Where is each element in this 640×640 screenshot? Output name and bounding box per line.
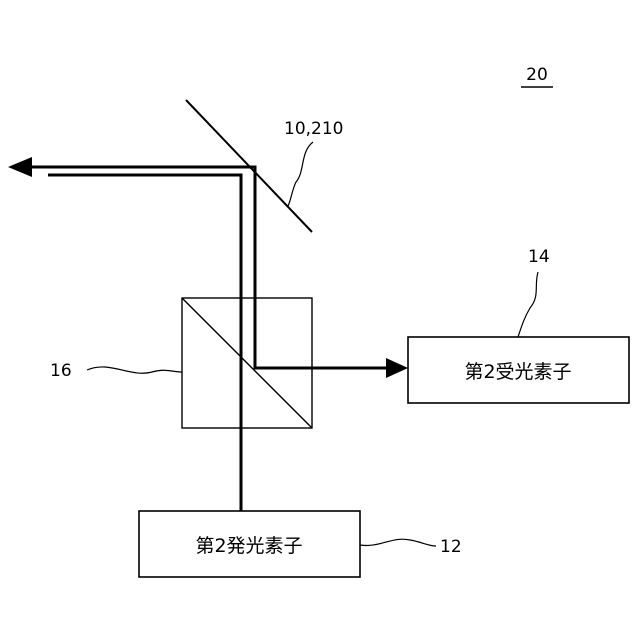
receiver-leader-line — [518, 272, 538, 337]
emitter-label: 12 — [440, 537, 462, 557]
receiver-box-text: 第2受光素子 — [464, 361, 571, 383]
beam-splitter-leader-line — [87, 367, 182, 373]
beam-splitter-diagonal — [182, 298, 312, 428]
beam-splitter-label: 16 — [50, 361, 72, 381]
mirror-label: 10,210 — [284, 119, 343, 139]
return-beam — [20, 167, 395, 368]
emitter-box-text: 第2発光素子 — [195, 535, 302, 557]
emitter-leader-line — [360, 539, 436, 546]
receiver-label: 14 — [528, 247, 550, 267]
right-arrowhead — [386, 358, 408, 378]
figure-number: 20 — [526, 65, 548, 85]
mirror-leader-line — [288, 142, 313, 206]
left-arrowhead — [8, 157, 32, 177]
outgoing-beam — [48, 175, 241, 511]
